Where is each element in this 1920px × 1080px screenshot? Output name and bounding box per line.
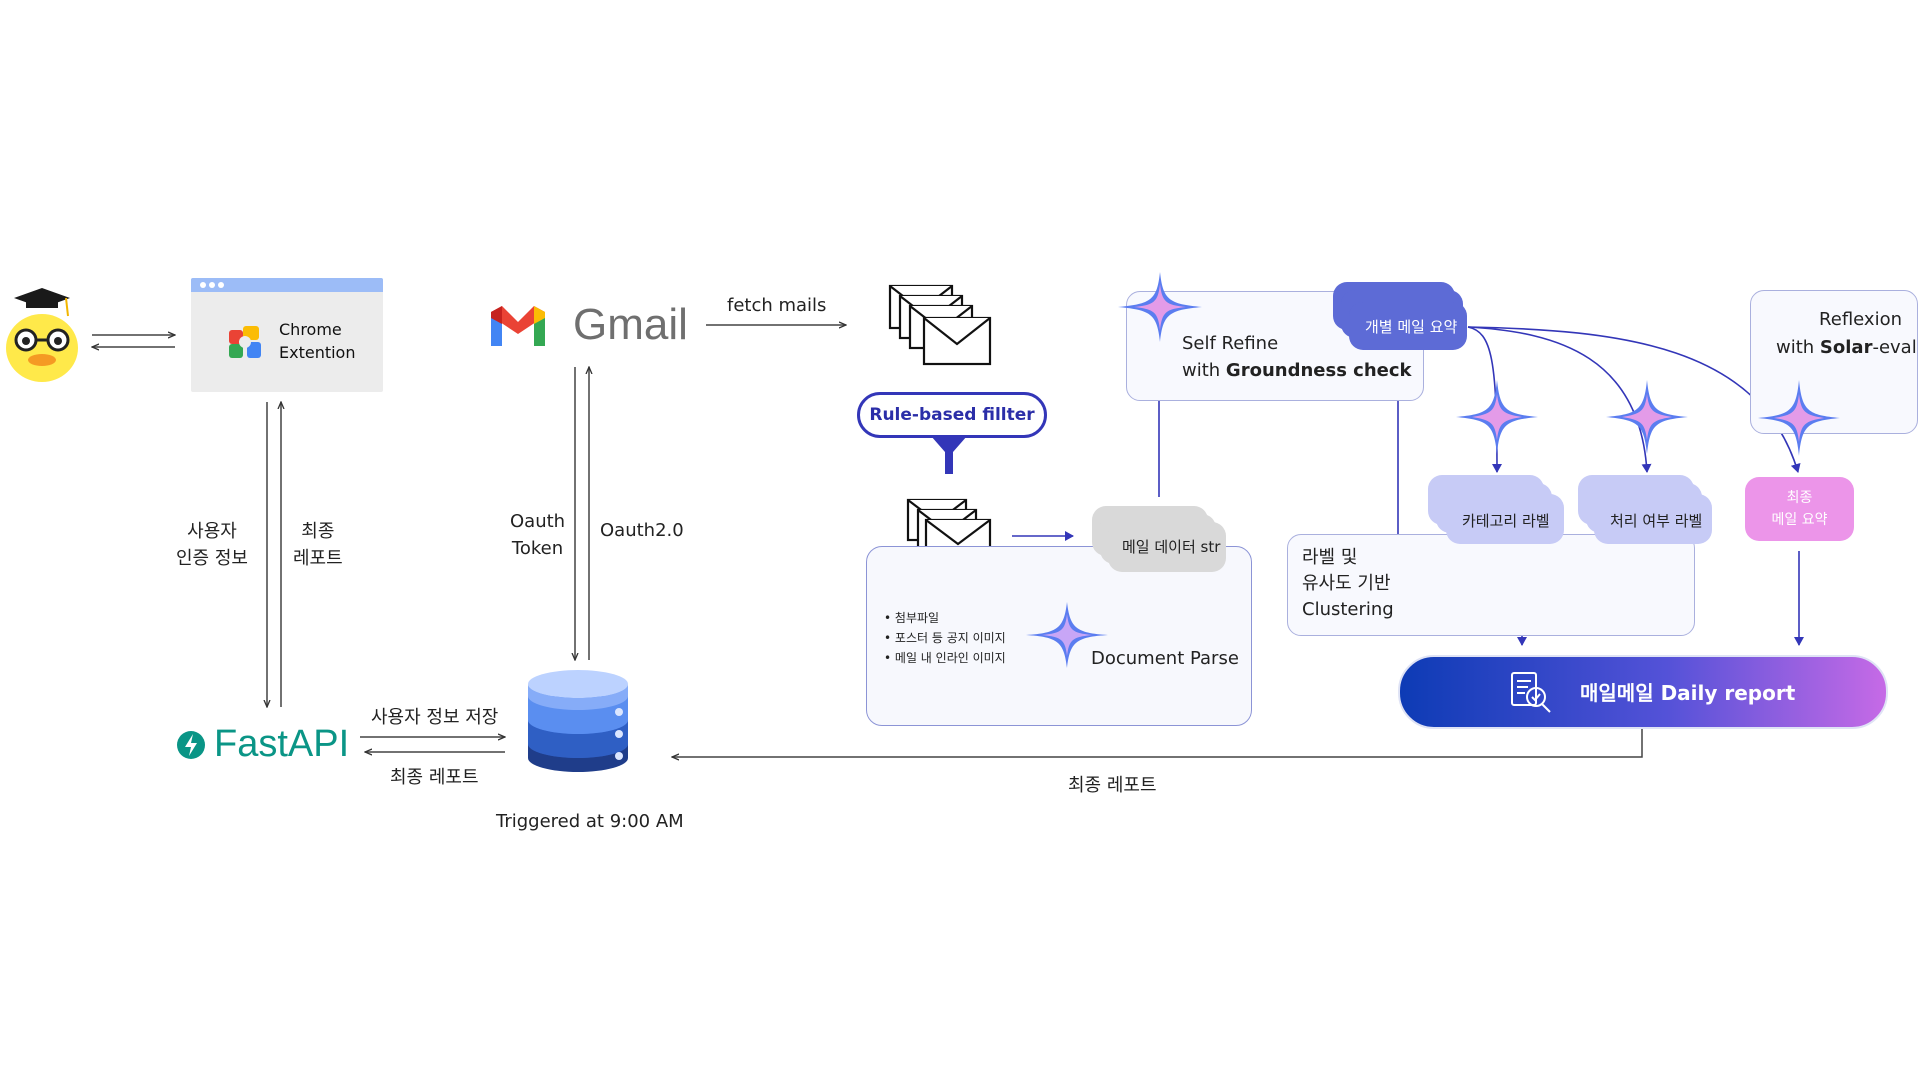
fastapi-logo-icon: [176, 730, 206, 760]
duck-mascot-icon: [2, 284, 82, 386]
bottom-final-report-label: 최종 레포트: [1068, 775, 1157, 796]
sparkle-icon: [1116, 270, 1204, 344]
gmail-logo-icon: [489, 304, 547, 348]
sparkle-icon: [1604, 378, 1690, 456]
daily-report-label: 매일메일 Daily report: [1580, 681, 1796, 705]
individual-summary-card: 개별 메일 요약: [1349, 302, 1467, 350]
reflexion-panel: [1750, 290, 1918, 434]
window-titlebar: [191, 278, 383, 292]
report-doc-icon: [1508, 669, 1554, 715]
oauth2-label: Oauth2.0: [600, 520, 684, 541]
chrome-extension-card: Chrome Extention: [191, 278, 383, 392]
mail-data-card: 메일 데이터 str: [1108, 522, 1226, 572]
chrome-extension-icon: [225, 320, 269, 364]
reflexion-label: Reflexion with Solar-eval: [1776, 309, 1917, 358]
chrome-extension-label: Chrome Extention: [279, 320, 356, 362]
database-icon: [524, 668, 632, 776]
rule-based-filter: Rule-based fillter: [857, 392, 1047, 438]
document-parse-title: Document Parse: [1091, 648, 1239, 669]
final-report-label: 최종 레포트: [390, 767, 479, 788]
triggered-label: Triggered at 9:00 AM: [496, 811, 684, 832]
parse-bullet-list: • 첨부파일 • 포스터 등 공지 이미지 • 메일 내 인라인 이미지: [884, 611, 1006, 665]
funnel-icon: [929, 434, 969, 476]
save-user-label: 사용자 정보 저장: [371, 707, 499, 728]
sparkle-icon: [1756, 378, 1842, 458]
gmail-label: Gmail: [573, 300, 688, 349]
sparkle-icon: [1024, 600, 1110, 670]
process-label-card: 처리 여부 라벨: [1594, 494, 1712, 544]
fetch-mails-label: fetch mails: [727, 295, 827, 316]
self-refine-label: Self Refine with Groundness check: [1182, 333, 1412, 381]
clustering-panel: [1287, 534, 1695, 636]
category-label-card: 카테고리 라벨: [1446, 494, 1564, 544]
mail-stack-icon: [888, 284, 994, 368]
daily-report-bar: 매일메일 Daily report: [1398, 655, 1888, 729]
sparkle-icon: [1454, 378, 1540, 456]
fastapi-label: FastAPI: [214, 723, 350, 765]
